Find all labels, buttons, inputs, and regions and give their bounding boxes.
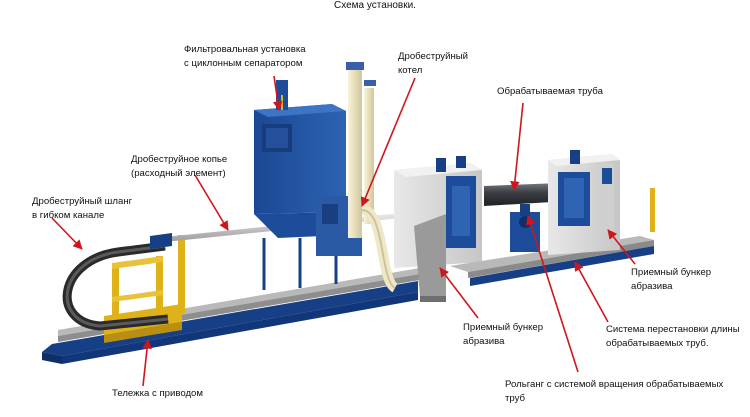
base-rail (42, 268, 420, 364)
label-drive-cart: Тележка с приводом (112, 388, 203, 399)
receiving-bunker-right (548, 150, 655, 255)
pointer-arrows (51, 75, 636, 387)
receiving-bunker-center (394, 156, 482, 302)
label-spear: Дробеструйное копье(расходный элемент) (131, 154, 228, 179)
label-roller-table: Рольганг с системой вращения обрабатывае… (505, 379, 724, 404)
page-title: Схема установки. (334, 0, 416, 11)
filter-unit (254, 80, 362, 290)
blasting-boiler (346, 62, 399, 293)
label-work-pipe: Обрабатываемая труба (497, 86, 603, 97)
hose-channel (62, 241, 169, 331)
